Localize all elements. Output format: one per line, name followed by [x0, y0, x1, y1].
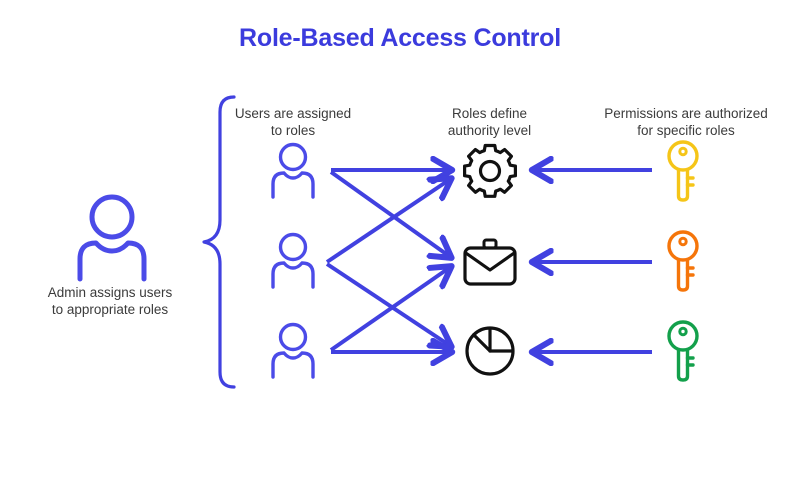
- key-icon-orange[interactable]: [655, 228, 711, 294]
- column-heading-permissions: Permissions are authorized for specific …: [604, 106, 768, 138]
- column-heading-users: Users are assigned to roles: [234, 106, 352, 138]
- gear-icon[interactable]: [459, 140, 521, 202]
- page-title: Role-Based Access Control: [239, 24, 561, 52]
- column-heading-roles: Roles define authority level: [447, 106, 532, 138]
- user-icon-3[interactable]: [262, 320, 324, 382]
- admin-user-icon: [70, 193, 154, 282]
- key-icon-green[interactable]: [655, 318, 711, 384]
- arrow-user2-gear: [325, 180, 449, 264]
- briefcase-icon[interactable]: [459, 230, 521, 292]
- user-icon-1[interactable]: [262, 140, 324, 202]
- arrow-user1-briefcase: [329, 170, 449, 256]
- arrow-user2-piechart: [325, 262, 449, 345]
- user-icon-2[interactable]: [262, 230, 324, 292]
- curly-brace: [198, 94, 242, 390]
- key-icon-gold[interactable]: [655, 138, 711, 204]
- arrow-user3-briefcase: [329, 268, 449, 352]
- admin-caption: Admin assigns users to appropriate roles: [47, 285, 173, 317]
- pie-chart-icon[interactable]: [459, 320, 521, 382]
